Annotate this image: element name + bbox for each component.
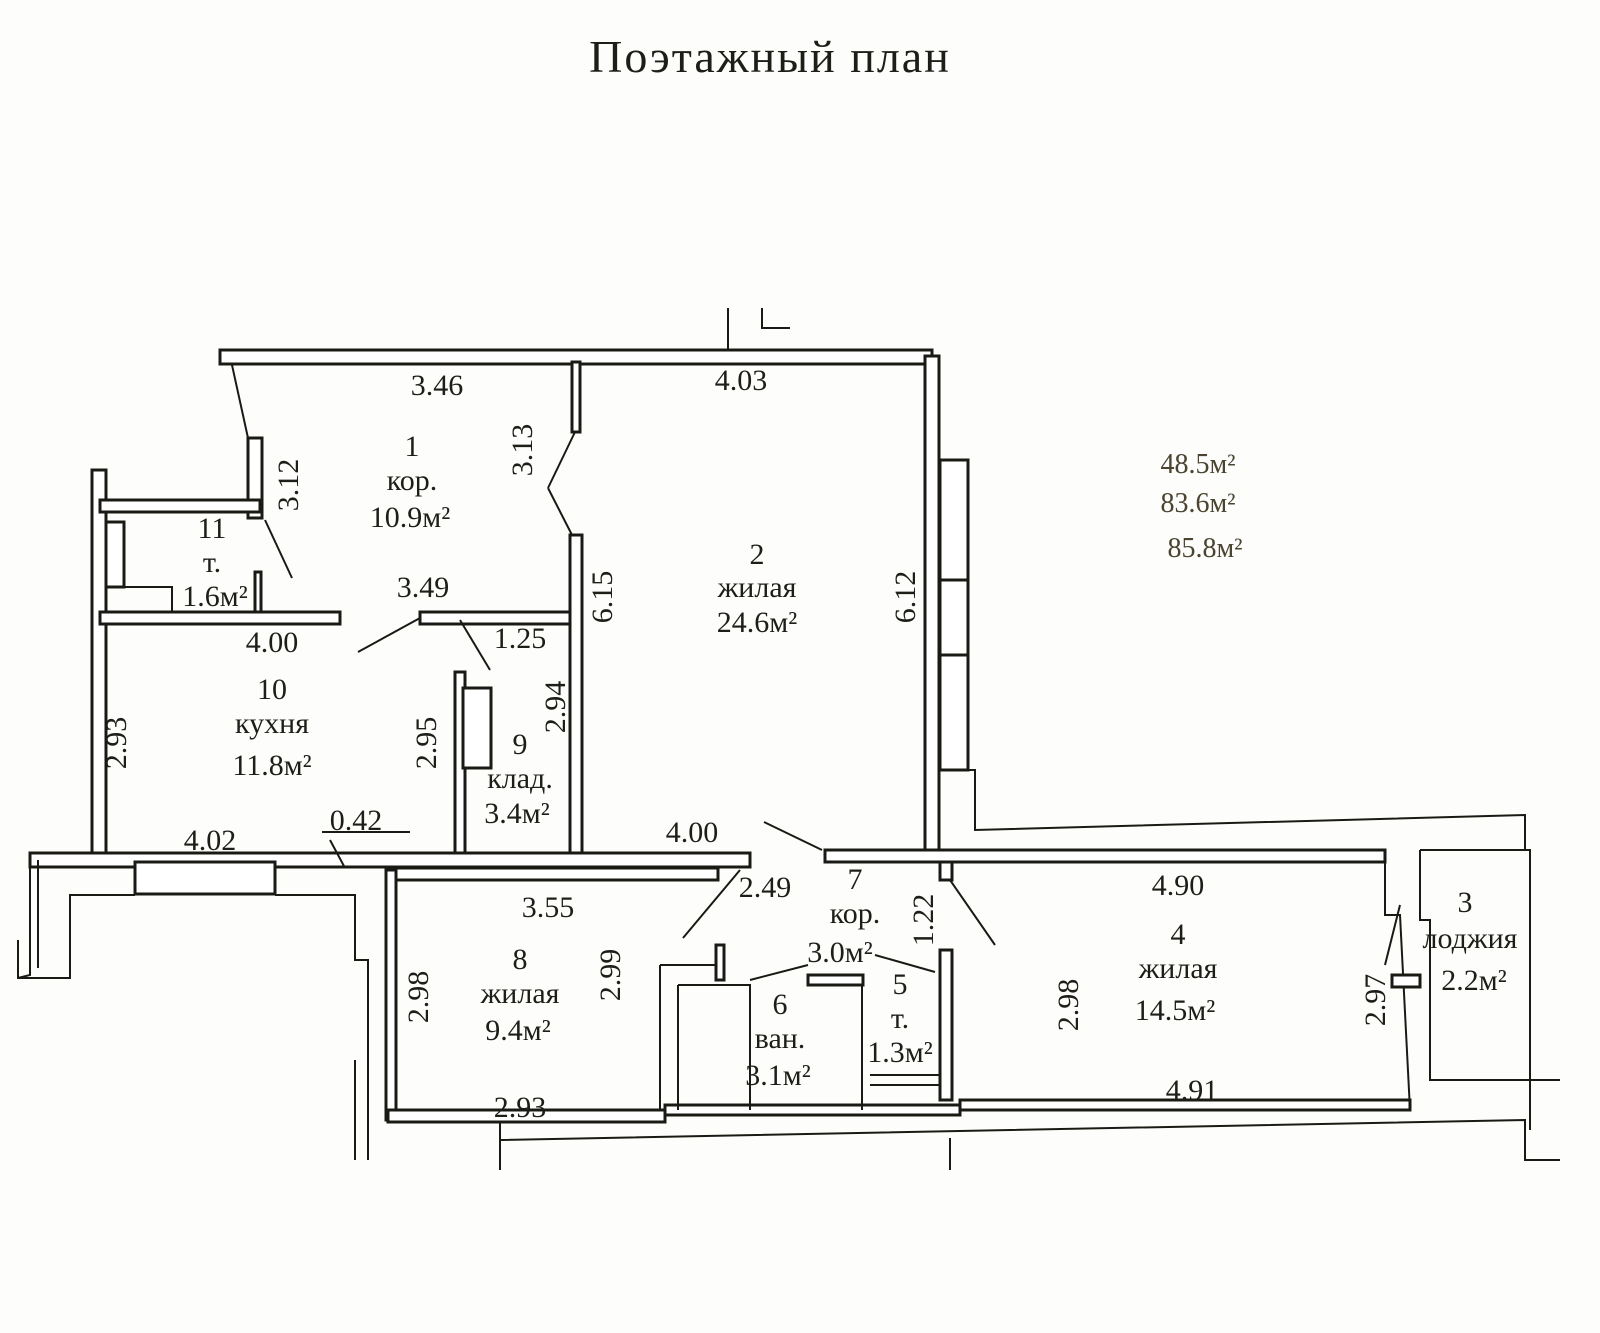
- dimension-label: 2.98: [402, 971, 435, 1024]
- room-area: 1.6м²: [182, 580, 247, 613]
- room-name: кухня: [235, 707, 309, 740]
- dimension-label: 2.94: [539, 681, 572, 734]
- room-name: кор.: [830, 897, 881, 930]
- room-number: 4: [1171, 918, 1186, 951]
- room-8: 8 жилая 9.4м²: [480, 943, 560, 1047]
- room-area: 11.8м²: [232, 749, 311, 782]
- room-6: 6 ван. 3.1м²: [745, 988, 810, 1092]
- dimension-label: 6.15: [586, 571, 619, 624]
- room-name: ван.: [755, 1022, 806, 1055]
- dimensions: 3.46 4.03 3.12 3.13 3.49 4.00 1.25 6.15 …: [100, 364, 1392, 1124]
- room-10: 10 кухня 11.8м²: [232, 673, 311, 782]
- door-swings: [231, 364, 1401, 981]
- dimension-label: 3.49: [397, 571, 450, 604]
- room-5: 5 т. 1.3м²: [867, 968, 932, 1069]
- room-name: кор.: [387, 464, 438, 497]
- room-area: 1.3м²: [867, 1036, 932, 1069]
- dimension-label: 3.55: [522, 891, 575, 924]
- dimension-label: 4.91: [1166, 1074, 1219, 1107]
- dimension-label: 4.02: [184, 824, 237, 857]
- summary-area: 85.8м²: [1167, 533, 1242, 564]
- room-number: 6: [773, 988, 788, 1021]
- dimension-label: 0.42: [330, 804, 383, 837]
- dimension-label: 1.22: [907, 894, 940, 947]
- room-name: т.: [203, 546, 221, 579]
- dimension-label: 2.98: [1052, 979, 1085, 1032]
- summary-area: 48.5м²: [1160, 449, 1235, 480]
- dimension-label: 4.03: [715, 364, 768, 397]
- room-number: 1: [405, 430, 420, 463]
- room-area: 3.4м²: [484, 797, 549, 830]
- room-name: т.: [891, 1002, 909, 1035]
- room-number: 10: [257, 673, 287, 706]
- dimension-label: 4.00: [246, 626, 299, 659]
- dimension-label: 2.95: [410, 717, 443, 770]
- room-11: 11 т. 1.6м²: [182, 512, 247, 613]
- room-area: 10.9м²: [370, 501, 450, 534]
- room-number: 2: [750, 538, 765, 571]
- room-area: 24.6м²: [717, 606, 797, 639]
- summary-areas: 48.5м² 83.6м² 85.8м²: [1160, 449, 1242, 564]
- dimension-label: 6.12: [889, 571, 922, 624]
- room-area: 14.5м²: [1135, 994, 1215, 1027]
- room-3: 3 лоджия 2.2м²: [1423, 886, 1518, 997]
- room-name: жилая: [717, 571, 797, 604]
- room-number: 5: [893, 968, 908, 1001]
- dimension-label: 2.93: [100, 717, 133, 770]
- room-9: 9 клад. 3.4м²: [484, 728, 553, 830]
- dimension-label: 4.90: [1152, 869, 1205, 902]
- room-name: жилая: [1138, 952, 1218, 985]
- room-area: 2.2м²: [1441, 964, 1506, 997]
- dimension-label: 1.25: [494, 622, 547, 655]
- dimension-label: 2.99: [594, 949, 627, 1002]
- room-area: 3.1м²: [745, 1059, 810, 1092]
- room-number: 9: [513, 728, 528, 761]
- room-name: жилая: [480, 977, 560, 1010]
- room-number: 8: [513, 943, 528, 976]
- summary-area: 83.6м²: [1160, 488, 1235, 519]
- dimension-label: 3.46: [411, 369, 464, 402]
- dimension-label: 2.97: [1359, 974, 1392, 1027]
- room-7: 7 кор. 3.0м²: [807, 863, 880, 969]
- room-4: 4 жилая 14.5м²: [1135, 918, 1218, 1027]
- dimension-label: 2.93: [494, 1091, 547, 1124]
- dimension-label: 3.12: [272, 459, 305, 512]
- room-2: 2 жилая 24.6м²: [717, 538, 798, 639]
- room-number: 7: [848, 863, 863, 896]
- room-number: 11: [198, 512, 227, 545]
- room-area: 3.0м²: [807, 936, 872, 969]
- dimension-label: 3.13: [506, 424, 539, 477]
- dimension-label: 4.00: [666, 816, 719, 849]
- walls: [17, 308, 1560, 1170]
- room-number: 3: [1458, 886, 1473, 919]
- room-area: 9.4м²: [485, 1014, 550, 1047]
- room-1: 1 кор. 10.9м²: [370, 430, 450, 534]
- plan-title: Поэтажный план: [589, 31, 951, 82]
- dimension-label: 2.49: [739, 871, 792, 904]
- room-name: лоджия: [1423, 922, 1518, 955]
- room-name: клад.: [487, 762, 553, 795]
